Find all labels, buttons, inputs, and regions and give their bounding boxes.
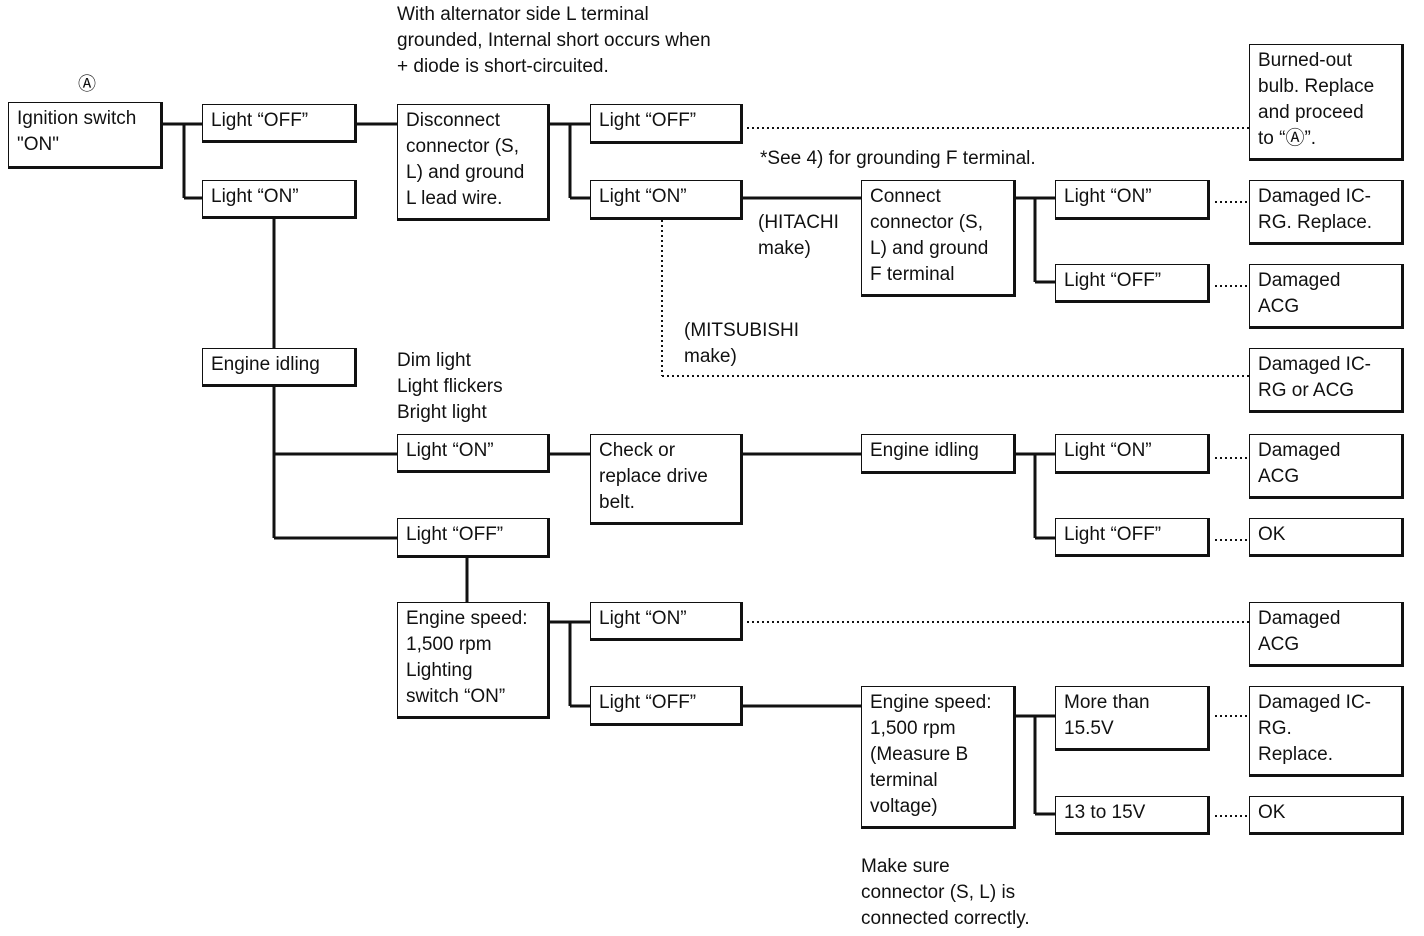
box-light-on-1: Light “ON” <box>202 180 357 219</box>
box-light-on-5: Light “ON” <box>1055 434 1210 474</box>
box-check-drive-belt: Check or replace drive belt. <box>590 434 743 525</box>
box-ok-1: OK <box>1249 518 1404 557</box>
box-more-than-15-5v: More than 15.5V <box>1055 686 1210 751</box>
box-ok-2: OK <box>1249 796 1404 835</box>
box-light-off-2: Light “OFF” <box>590 104 743 144</box>
box-engine-speed-1: Engine speed: 1,500 rpm Lighting switch … <box>397 602 550 719</box>
note-mitsubishi: (MITSUBISHI make) <box>684 320 800 367</box>
box-disconnect-connector: Disconnect connector (S, L) and ground L… <box>397 104 550 221</box>
box-damaged-acg-3: Damaged ACG <box>1249 602 1404 667</box>
note-dim-light: Dim light Light flickers Bright light <box>397 350 503 423</box>
reference-a-symbol: Ⓐ <box>78 74 96 94</box>
box-light-off-6: Light “OFF” <box>590 686 743 726</box>
box-engine-idling-1: Engine idling <box>202 348 357 387</box>
box-light-off-4: Light “OFF” <box>397 518 550 558</box>
box-light-on-2: Light “ON” <box>590 180 743 220</box>
box-damaged-acg-1: Damaged ACG <box>1249 264 1404 329</box>
box-engine-idling-2: Engine idling <box>861 434 1016 474</box>
note-hitachi: (HITACHI make) <box>758 212 839 259</box>
box-ignition-switch-on: Ignition switch "ON" <box>8 102 163 169</box>
box-light-off-5: Light “OFF” <box>1055 518 1210 557</box>
box-connect-ground-f: Connect connector (S, L) and ground F te… <box>861 180 1016 297</box>
box-13-to-15v: 13 to 15V <box>1055 796 1210 835</box>
box-damaged-icrg-or-acg: Damaged IC- RG or ACG <box>1249 348 1404 413</box>
box-light-off-1: Light “OFF” <box>202 104 357 143</box>
box-light-on-3: Light “ON” <box>1055 180 1210 220</box>
box-light-off-3: Light “OFF” <box>1055 264 1210 303</box>
box-damaged-acg-2: Damaged ACG <box>1249 434 1404 499</box>
note-see-4: *See 4) for grounding F terminal. <box>760 148 1036 169</box>
note-alternator: With alternator side L terminal grounded… <box>397 4 711 77</box>
note-make-sure: Make sure connector (S, L) is connected … <box>861 856 1030 929</box>
box-damaged-icrg-replace-1: Damaged IC- RG. Replace. <box>1249 180 1404 245</box>
box-light-on-6: Light “ON” <box>590 602 743 641</box>
box-damaged-icrg-replace-2: Damaged IC- RG. Replace. <box>1249 686 1404 777</box>
box-light-on-4: Light “ON” <box>397 434 550 473</box>
box-burned-out-bulb: Burned-out bulb. Replace and proceed to … <box>1249 44 1404 161</box>
box-engine-speed-2: Engine speed: 1,500 rpm (Measure B termi… <box>861 686 1016 829</box>
